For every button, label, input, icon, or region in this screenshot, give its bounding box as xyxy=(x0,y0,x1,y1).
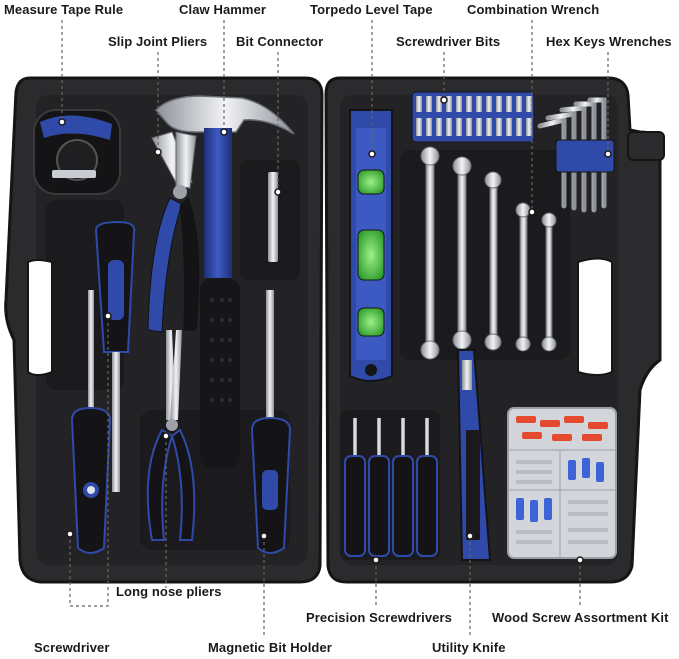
label-wood-screw-assortment-kit: Wood Screw Assortment Kit xyxy=(492,610,669,625)
screwdriver-bits xyxy=(411,91,535,143)
label-utility-knife: Utility Knife xyxy=(432,640,506,655)
callout-leaders xyxy=(61,20,609,636)
label-magnetic-bit-holder: Magnetic Bit Holder xyxy=(208,640,332,655)
long-nose-pliers xyxy=(146,330,196,541)
wood-screw-assortment-kit xyxy=(507,407,617,559)
label-long-nose-pliers: Long nose pliers xyxy=(116,584,222,599)
measure-tape xyxy=(33,109,121,195)
label-torpedo-level-tape: Torpedo Level Tape xyxy=(310,2,433,17)
label-screwdriver-bits: Screwdriver Bits xyxy=(396,34,501,49)
label-measure-tape-rule: Measure Tape Rule xyxy=(4,2,124,17)
torpedo-level xyxy=(349,109,393,382)
precision-screwdrivers xyxy=(344,418,438,557)
utility-knife xyxy=(456,349,492,561)
label-claw-hammer: Claw Hammer xyxy=(179,2,267,17)
screwdriver-phillips xyxy=(94,220,136,492)
label-hex-keys-wrenches: Hex Keys Wrenches xyxy=(546,34,672,49)
bit-connector xyxy=(268,172,278,262)
label-bit-connector: Bit Connector xyxy=(236,34,324,49)
label-precision-screwdrivers: Precision Screwdrivers xyxy=(306,610,452,625)
label-screwdriver: Screwdriver xyxy=(34,640,110,655)
label-slip-joint-pliers: Slip Joint Pliers xyxy=(108,34,208,49)
claw-hammer xyxy=(154,95,295,468)
screwdriver-slotted xyxy=(70,290,112,554)
hex-keys xyxy=(537,97,615,213)
magnetic-bit-holder xyxy=(250,290,292,554)
slip-joint-pliers xyxy=(147,131,200,333)
combination-wrenches xyxy=(420,146,557,360)
callout-dots xyxy=(58,96,612,564)
label-combination-wrench: Combination Wrench xyxy=(467,2,600,17)
